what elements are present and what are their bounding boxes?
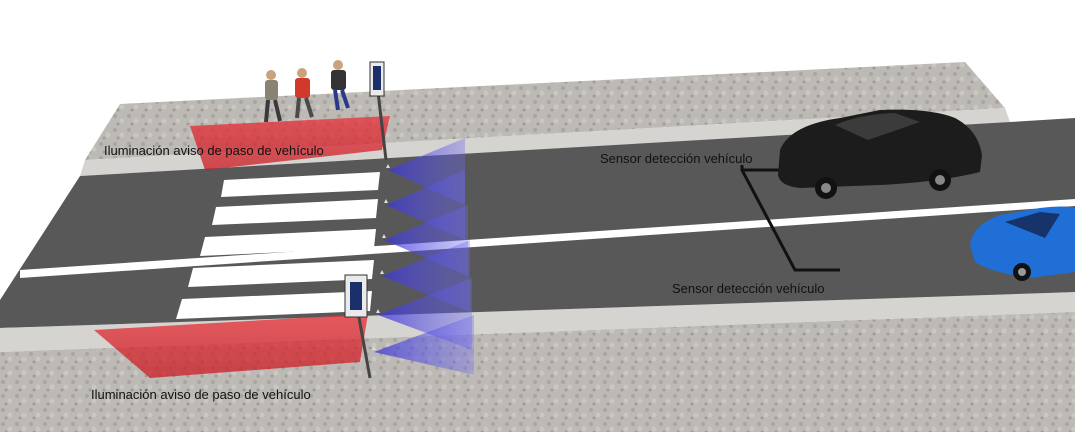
road-sensor-markers: [372, 164, 390, 350]
black-sedan-icon: [778, 109, 982, 199]
sensor-label-bottom: Sensor detección vehículo: [672, 281, 825, 296]
warning-light-zone-top: [190, 116, 390, 170]
light-label-top: Iluminación aviso de paso de vehículo: [104, 143, 324, 158]
blue-hatchback-icon: [970, 206, 1075, 281]
curb-top: [80, 108, 1010, 176]
center-lane-line: [20, 199, 1075, 278]
sensor-beams: [374, 138, 474, 375]
warning-light-zone-bottom: [94, 314, 368, 378]
sensor-label-top: Sensor detección vehículo: [600, 151, 753, 166]
pedestrians-icon: [264, 60, 350, 123]
light-label-bottom: Iluminación aviso de paso de vehículo: [91, 387, 311, 402]
zebra-crossing: [176, 172, 380, 319]
crosswalk-sign-bottom: [344, 274, 372, 379]
crosswalk-sign-top: [369, 61, 388, 161]
